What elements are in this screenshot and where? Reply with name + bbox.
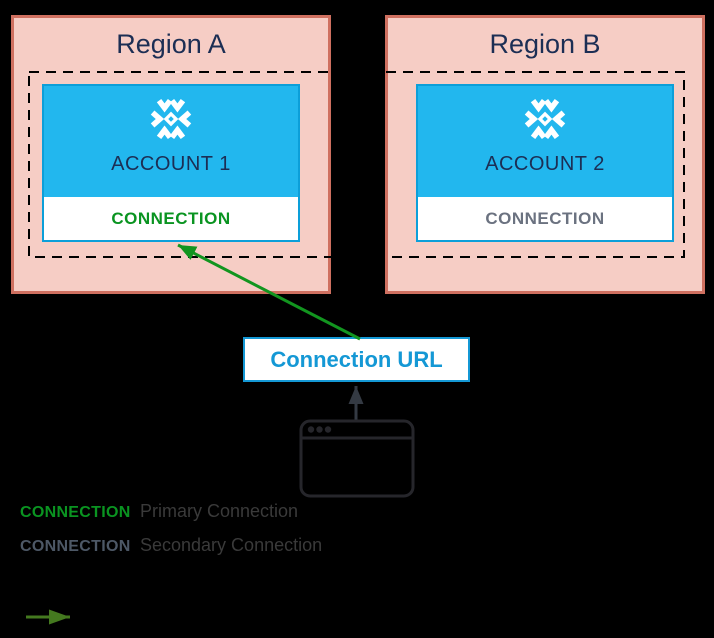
legend-primary-row: CONNECTION Primary Connection <box>20 501 298 522</box>
snowflake-icon <box>150 98 192 140</box>
snowflake-icon <box>524 98 566 140</box>
account-1-box: ACCOUNT 1 CONNECTION <box>42 84 300 242</box>
account-1-name: ACCOUNT 1 <box>111 153 231 175</box>
account-2-box: ACCOUNT 2 CONNECTION <box>416 84 674 242</box>
account-2-header: ACCOUNT 2 <box>418 86 672 197</box>
legend-primary-sample: CONNECTION <box>20 504 131 521</box>
region-b-title: Region B <box>489 29 601 59</box>
account-2-secondary-connection-label: CONNECTION <box>418 197 672 240</box>
account-1-primary-connection-label: CONNECTION <box>44 197 298 240</box>
region-a-title: Region A <box>116 29 226 59</box>
account-2-name: ACCOUNT 2 <box>485 153 605 175</box>
connection-url-box: Connection URL <box>243 337 470 382</box>
browser-icon <box>299 419 415 498</box>
legend-primary-label: Primary Connection <box>140 501 299 521</box>
legend-secondary-row: CONNECTION Secondary Connection <box>20 535 322 556</box>
connection-url-label: Connection URL <box>270 346 443 372</box>
account-1-header: ACCOUNT 1 <box>44 86 298 197</box>
legend-secondary-sample: CONNECTION <box>20 538 131 555</box>
legend-secondary-label: Secondary Connection <box>140 535 323 555</box>
